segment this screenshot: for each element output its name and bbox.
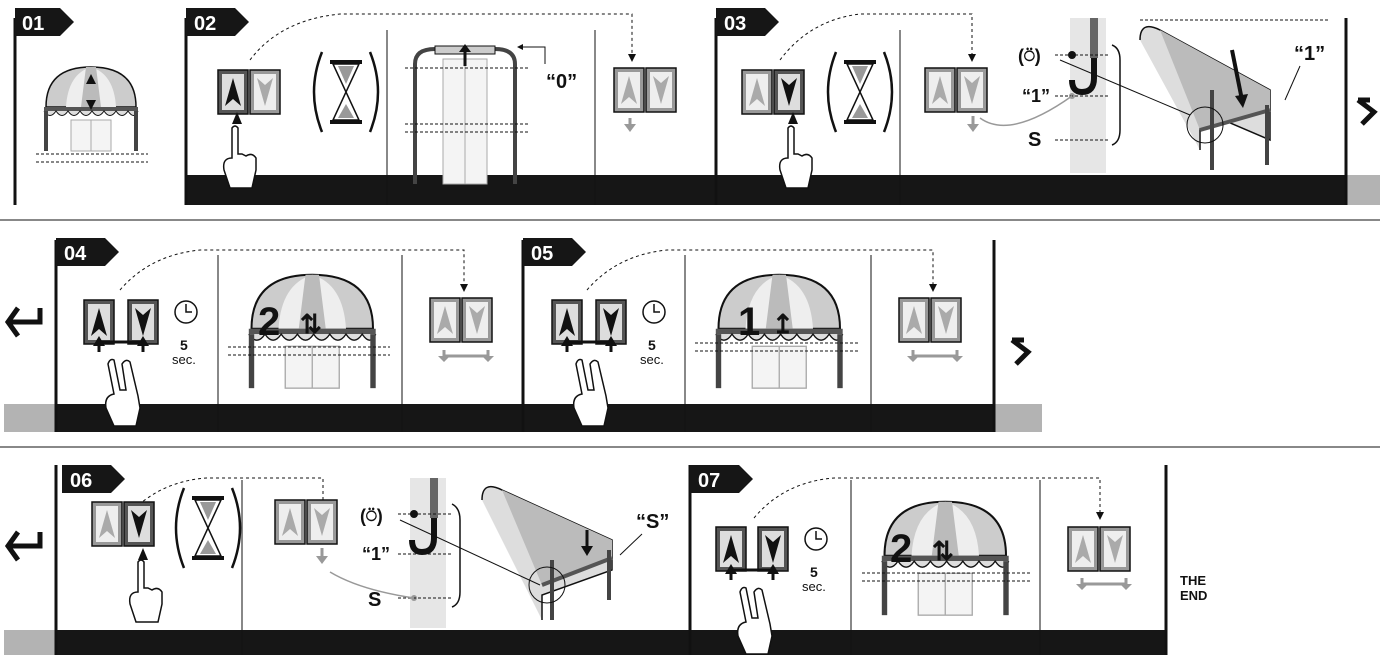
- timer-unit: sec.: [640, 352, 664, 367]
- mode-digit: 1: [738, 300, 760, 344]
- timer-unit: sec.: [172, 352, 196, 367]
- end-label: THE END: [1180, 573, 1207, 603]
- svg-text:⇅: ⇅: [300, 309, 322, 339]
- down-button-icon: [646, 68, 676, 112]
- position-label-s-quoted: “S”: [636, 511, 669, 533]
- step-badge-04: 04: [56, 238, 119, 266]
- step-badge-07: 07: [690, 465, 753, 493]
- row3-bar: [56, 630, 1166, 655]
- down-button-icon: [931, 298, 961, 342]
- step-badge-02: 02: [186, 8, 249, 36]
- clock-icon: [805, 528, 827, 550]
- svg-text:↥: ↥: [772, 309, 794, 339]
- up-button-icon: [92, 502, 122, 546]
- awning-icon: [482, 487, 612, 620]
- svg-text:⇅: ⇅: [932, 536, 954, 566]
- step-number-04: 04: [64, 243, 87, 265]
- hand-icon: [224, 126, 256, 188]
- position-label-s: S: [368, 589, 381, 611]
- timer-value: 5: [810, 564, 818, 580]
- flow-arrow-icon: [8, 532, 40, 560]
- step-number-02: 02: [194, 13, 216, 35]
- end-line-1: THE: [1180, 573, 1207, 588]
- row1-bar: [186, 175, 1346, 205]
- up-button-icon: [275, 500, 305, 544]
- flow-arrow-icon: [1358, 100, 1374, 124]
- position-label-1b: “1”: [1294, 43, 1325, 65]
- timer-value: 5: [648, 337, 656, 353]
- down-button-icon: [307, 500, 337, 544]
- hand-icon: [130, 560, 162, 622]
- hand-icon: [574, 360, 608, 427]
- svg-text:(⍥): (⍥): [360, 506, 383, 526]
- mode-digit: 2: [890, 527, 912, 571]
- up-button-icon: [899, 298, 929, 342]
- up-button-icon: [925, 68, 955, 112]
- down-button-icon: [774, 70, 804, 114]
- position-label-s: S: [1028, 129, 1041, 151]
- position-label-1: “1”: [1022, 86, 1050, 106]
- row1-end-bar: [1346, 175, 1380, 205]
- step-number-05: 05: [531, 243, 553, 265]
- awning-icon: [405, 44, 545, 184]
- row3-gray-bar: [4, 630, 56, 655]
- flow-arrow-icon: [8, 308, 40, 336]
- step-badge-06: 06: [62, 465, 125, 493]
- step-badge-05: 05: [523, 238, 586, 266]
- step-badge-01: 01: [15, 8, 74, 36]
- down-button-icon: [462, 298, 492, 342]
- step-number-06: 06: [70, 470, 92, 492]
- end-line-2: END: [1180, 588, 1207, 603]
- svg-text:(⍥): (⍥): [1018, 46, 1041, 66]
- row2-gray-bar: [4, 404, 56, 432]
- flow-arrow-icon: [1012, 340, 1028, 364]
- up-button-icon: [614, 68, 644, 112]
- mode-digit: 2: [258, 300, 280, 344]
- flow-arrow-icon: [780, 14, 972, 60]
- hand-icon: [738, 588, 772, 655]
- down-button-icon: [124, 502, 154, 546]
- timer-unit: sec.: [802, 579, 826, 594]
- double-arrow: [99, 342, 143, 352]
- hand-icon: [780, 126, 812, 188]
- position-label-0: “0”: [546, 71, 577, 93]
- clock-icon: [175, 301, 197, 323]
- up-button-icon: [742, 70, 772, 114]
- timer-value: 5: [180, 337, 188, 353]
- row2-bar: [56, 404, 994, 432]
- step-badge-03: 03: [716, 8, 779, 36]
- up-button-icon: [1068, 527, 1098, 571]
- down-button-icon: [250, 70, 280, 114]
- hourglass-icon: [828, 52, 892, 132]
- up-button-icon: [430, 298, 460, 342]
- up-button-icon: [218, 70, 248, 114]
- awning-icon: [36, 67, 148, 162]
- position-label-1: “1”: [362, 544, 390, 564]
- hourglass-icon: [314, 52, 378, 132]
- clock-icon: [643, 301, 665, 323]
- row2-end-bar: [994, 404, 1042, 432]
- hand-icon: [106, 360, 140, 427]
- down-button-icon: [1100, 527, 1130, 571]
- step-number-07: 07: [698, 470, 720, 492]
- step-number-03: 03: [724, 13, 746, 35]
- hourglass-icon: [176, 488, 240, 568]
- down-button-icon: [957, 68, 987, 112]
- step-number-01: 01: [22, 13, 44, 35]
- awning-icon: [1140, 27, 1270, 170]
